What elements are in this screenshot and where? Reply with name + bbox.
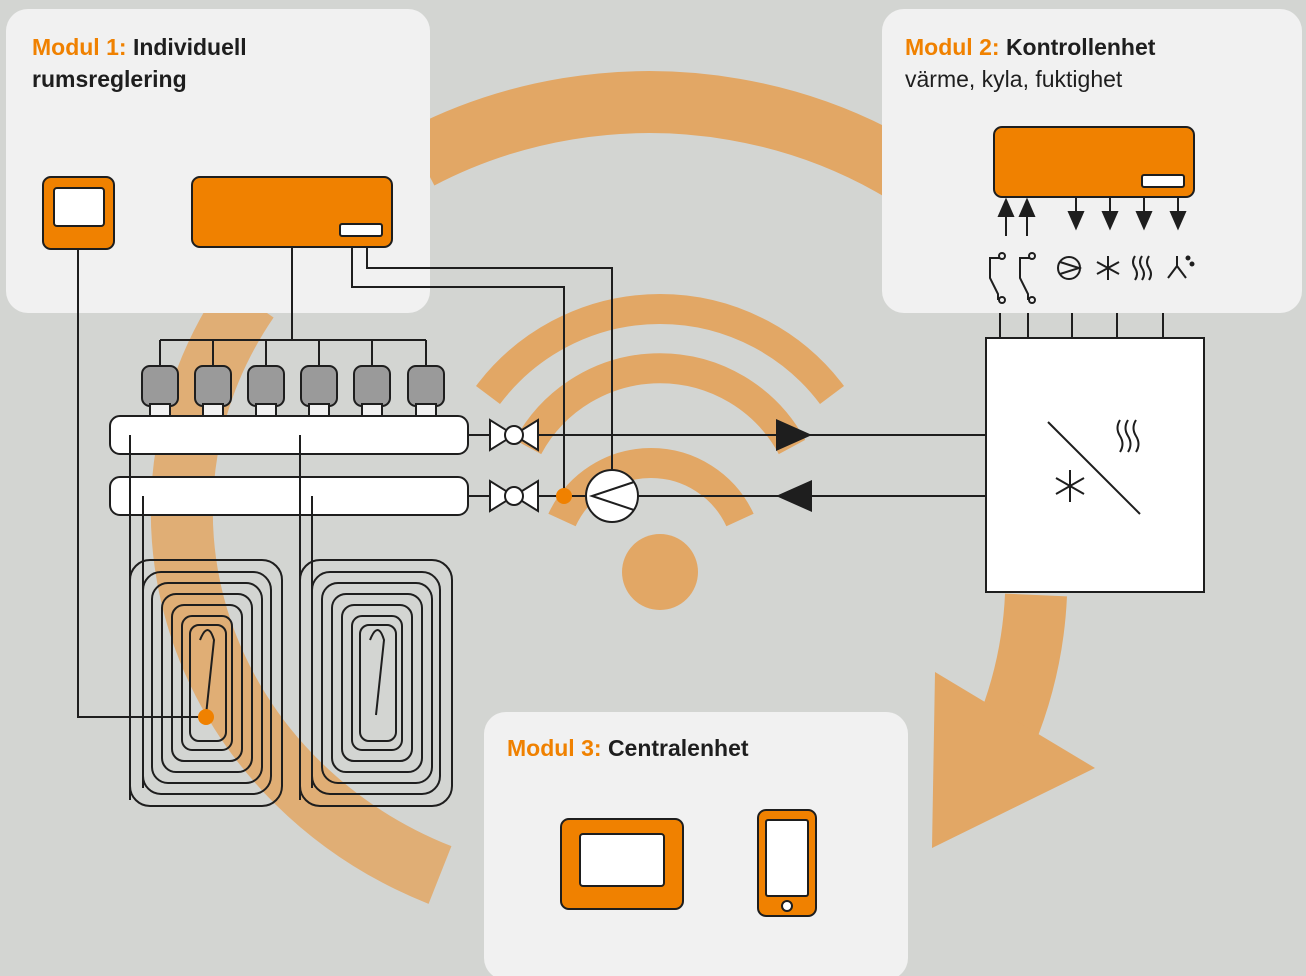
wifi-dot (622, 534, 698, 610)
cycle-arrow-head (932, 672, 1095, 848)
thermostat-icon (42, 176, 115, 250)
manifold (109, 415, 469, 516)
module-1-title-line2: rumsreglering (32, 66, 187, 92)
wifi-icon (476, 294, 844, 527)
pump-small-icon (1057, 256, 1083, 280)
module-2-prefix: Modul 2: (905, 34, 1000, 60)
return-flow-arrow (776, 480, 812, 512)
module-1-prefix: Modul 1: (32, 34, 127, 60)
pipes (468, 434, 986, 497)
supply-flow-arrow (776, 419, 812, 451)
actuator-icons (141, 365, 445, 417)
humidifier-icon (1167, 255, 1195, 279)
room-controller-icon (191, 176, 393, 248)
temperature-sensor-dot (556, 488, 572, 504)
module-3-heading: Modul 3: Centralenhet (507, 732, 749, 764)
control-io-arrows (997, 197, 1187, 236)
touch-panel-icon (560, 818, 684, 910)
floor-sensor-dot (198, 709, 214, 725)
module-3-title: Centralenhet (607, 735, 749, 761)
wiring (77, 247, 1164, 718)
module-2-heading: Modul 2: Kontrollenhet värme, kyla, fukt… (905, 31, 1155, 95)
heat-exchanger-icon (985, 337, 1205, 593)
heat-waves-small-icon (1132, 255, 1152, 281)
module-1-title: Individuell (132, 34, 247, 60)
heat-waves-icon (1116, 419, 1140, 453)
module-2-title: Kontrollenhet (1005, 34, 1156, 60)
floor-loop-left (129, 559, 283, 807)
module-3-prefix: Modul 3: (507, 735, 602, 761)
module-2-subtitle: värme, kyla, fuktighet (905, 66, 1123, 92)
pump-icon (585, 469, 639, 523)
snowflake-icon (1055, 470, 1085, 502)
snowflake-small-icon (1096, 256, 1120, 280)
smartphone-icon (757, 809, 817, 917)
module-1-heading: Modul 1: Individuell rumsreglering (32, 31, 247, 95)
switch-icon (989, 252, 1036, 304)
floor-loop-right (299, 559, 453, 807)
control-unit-icon (993, 126, 1195, 198)
valve-icon (489, 418, 539, 513)
